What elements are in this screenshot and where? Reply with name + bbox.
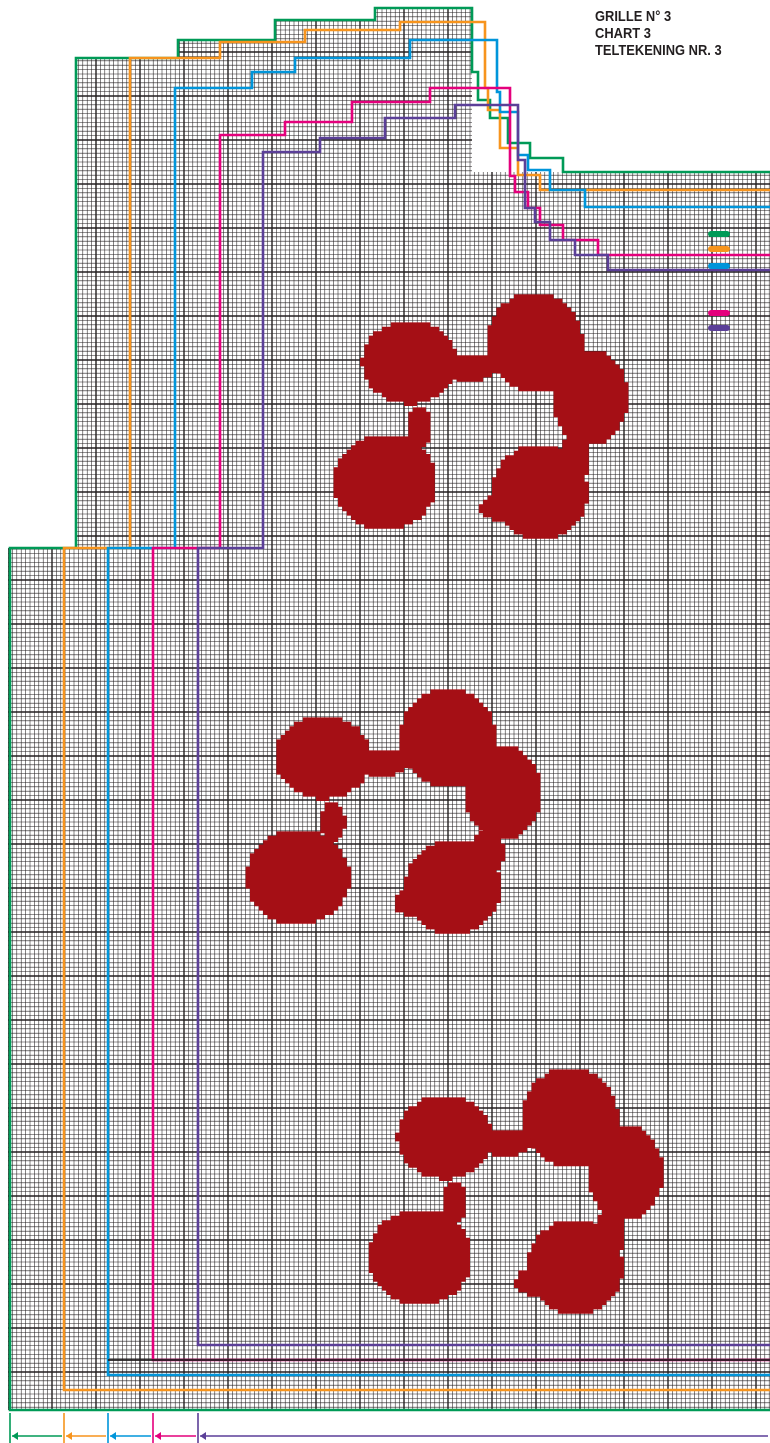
width-arrow-1 xyxy=(12,1432,62,1440)
size-outlines xyxy=(10,8,770,1410)
chart-title-nl: TELTEKENING NR. 3 xyxy=(595,42,722,59)
size-width-arrows xyxy=(10,1413,768,1443)
width-arrow-5 xyxy=(200,1432,768,1440)
width-arrow-4 xyxy=(155,1432,196,1440)
legend-purple-dash-icon xyxy=(708,325,730,331)
size-outline-1 xyxy=(10,8,770,1410)
legend-green-dash-icon xyxy=(708,231,730,237)
chart-title-en: CHART 3 xyxy=(595,25,722,42)
legend-blue-dash-icon xyxy=(708,263,730,269)
chart-title: GRILLE N° 3 CHART 3 TELTEKENING NR. 3 xyxy=(595,8,722,59)
chart-title-fr: GRILLE N° 3 xyxy=(595,8,722,25)
width-arrow-3 xyxy=(110,1432,151,1440)
width-arrow-2 xyxy=(66,1432,106,1440)
legend-magenta-dash-icon xyxy=(708,310,730,316)
legend-orange-dash-icon xyxy=(708,246,730,252)
